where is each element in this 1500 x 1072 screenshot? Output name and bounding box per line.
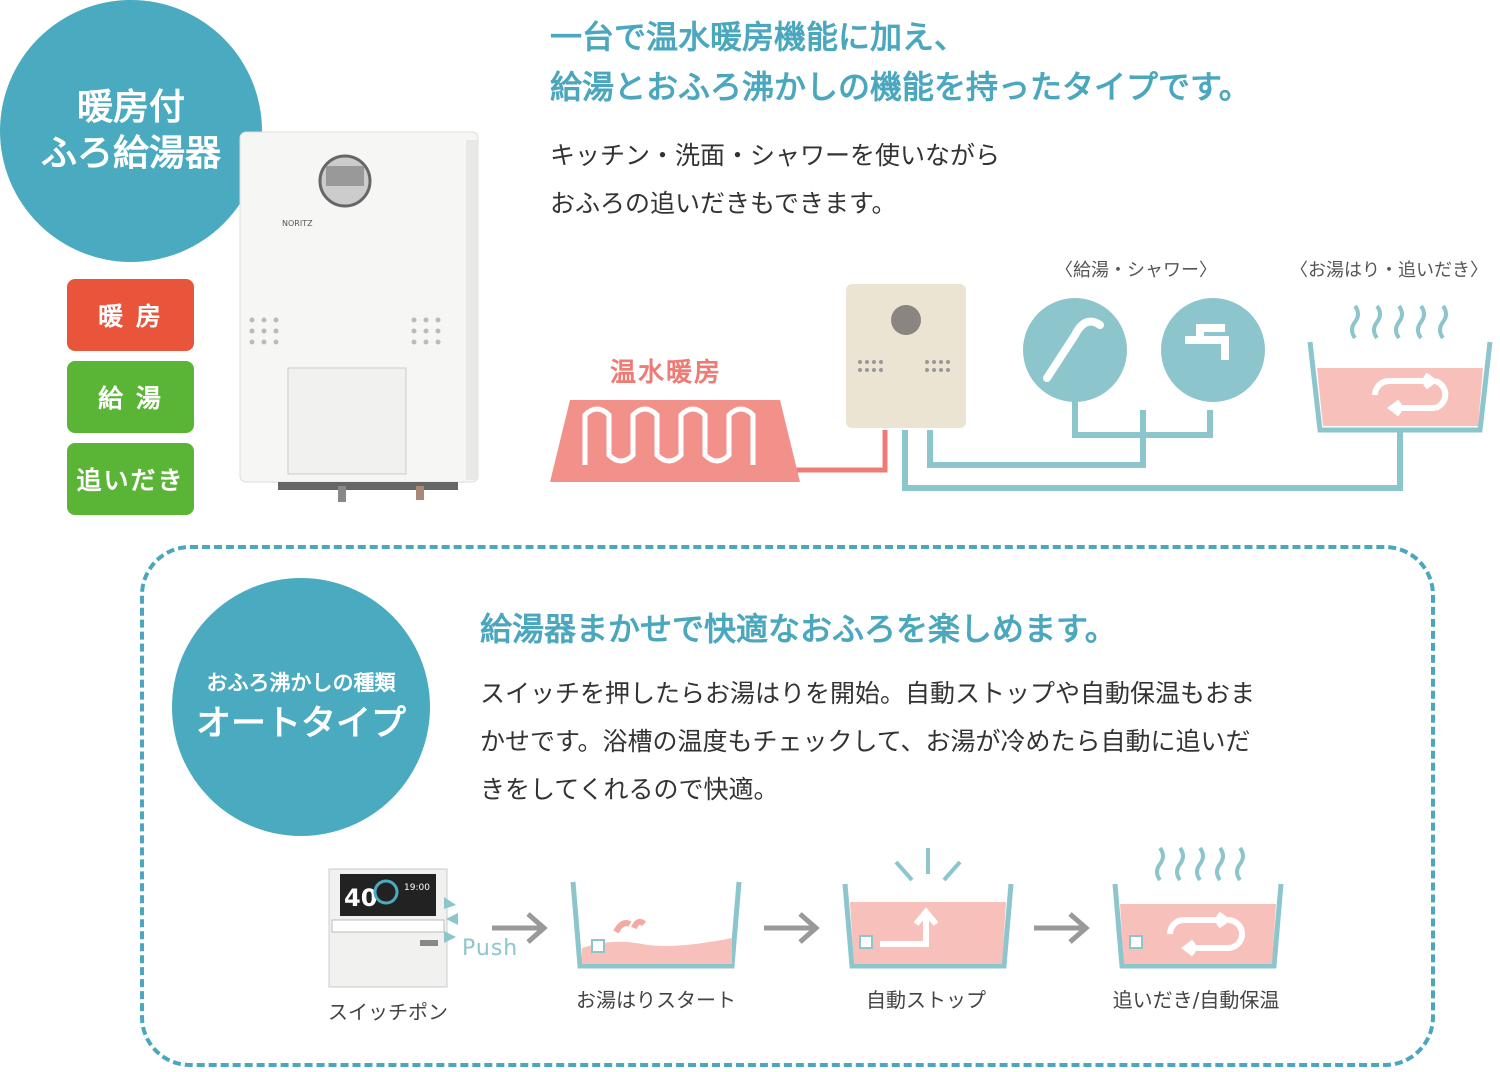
heating-label: 温水暖房 <box>610 358 723 388</box>
top-heading-line2: 給湯とおふろ沸かしの機能を持ったタイプです。 <box>550 68 1251 106</box>
remote-controller-image: 40 19:00 <box>328 868 448 988</box>
top-text-line2: おふろの追いだきもできます。 <box>550 189 897 218</box>
top-text-line1: キッチン・洗面・シャワーを使いながら <box>550 141 1001 170</box>
tag-hot-water: 給 湯 <box>67 361 194 433</box>
bottom-text-line3: きをしてくれるので快適。 <box>480 775 779 804</box>
system-diagram <box>550 284 1493 491</box>
arrow-right-icon <box>1034 912 1090 944</box>
bottom-text-line1: スイッチを押したらお湯はりを開始。自動ストップや自動保温もおま <box>480 679 1256 708</box>
badge-line1: 暖房付 <box>76 87 185 128</box>
bathtub-icon <box>1307 304 1493 433</box>
brand-logo: NORITZ <box>282 219 313 228</box>
water-heater-image: NORITZ <box>239 131 479 502</box>
bottom-heading: 給湯器まかせで快適なおふろを楽しめます。 <box>480 610 1117 648</box>
top-heading-line1: 一台で温水暖房機能に加え、 <box>550 18 967 56</box>
remote-time: 19:00 <box>404 883 430 893</box>
badge-line1: おふろ沸かしの種類 <box>206 671 396 695</box>
heater-unit-icon <box>846 284 966 428</box>
badge-line2: ふろ給湯器 <box>40 133 221 174</box>
shower-icon <box>1023 298 1127 402</box>
tag-heating: 暖 房 <box>67 279 194 351</box>
push-arrows-icon <box>444 897 458 943</box>
tag-label: 給 湯 <box>98 384 163 413</box>
auto-stop-icon <box>842 848 1014 969</box>
faucet-icon <box>1161 298 1265 402</box>
step-label: 自動ストップ <box>866 988 986 1012</box>
bath-filling-icon <box>570 881 742 969</box>
shower-label: 〈給湯・シャワー〉 <box>1055 260 1217 281</box>
auto-type-badge: おふろ沸かしの種類 オートタイプ <box>172 578 430 836</box>
auto-type-panel <box>140 545 1435 1067</box>
step-label: お湯はりスタート <box>576 988 736 1012</box>
bath-label: 〈お湯はり・追いだき〉 <box>1290 260 1488 281</box>
step-label: 追いだき/自動保温 <box>1112 988 1280 1012</box>
reheat-keep-warm-icon <box>1112 846 1284 969</box>
arrow-right-icon <box>764 912 820 944</box>
floor-heating-icon <box>550 400 800 482</box>
step-label: スイッチポン <box>328 1000 448 1024</box>
product-type-badge: 暖房付 ふろ給湯器 <box>0 0 262 262</box>
tag-label: 追いだき <box>76 466 185 495</box>
tag-reheat: 追いだき <box>67 443 194 515</box>
tag-label: 暖 房 <box>98 302 163 331</box>
push-label: Push <box>462 936 519 961</box>
arrow-right-icon <box>492 912 548 944</box>
bottom-text-line2: かせです。浴槽の温度もチェックして、お湯が冷めたら自動に追いだ <box>480 727 1251 756</box>
badge-line2: オートタイプ <box>195 704 406 744</box>
remote-temp: 40 <box>344 884 377 912</box>
